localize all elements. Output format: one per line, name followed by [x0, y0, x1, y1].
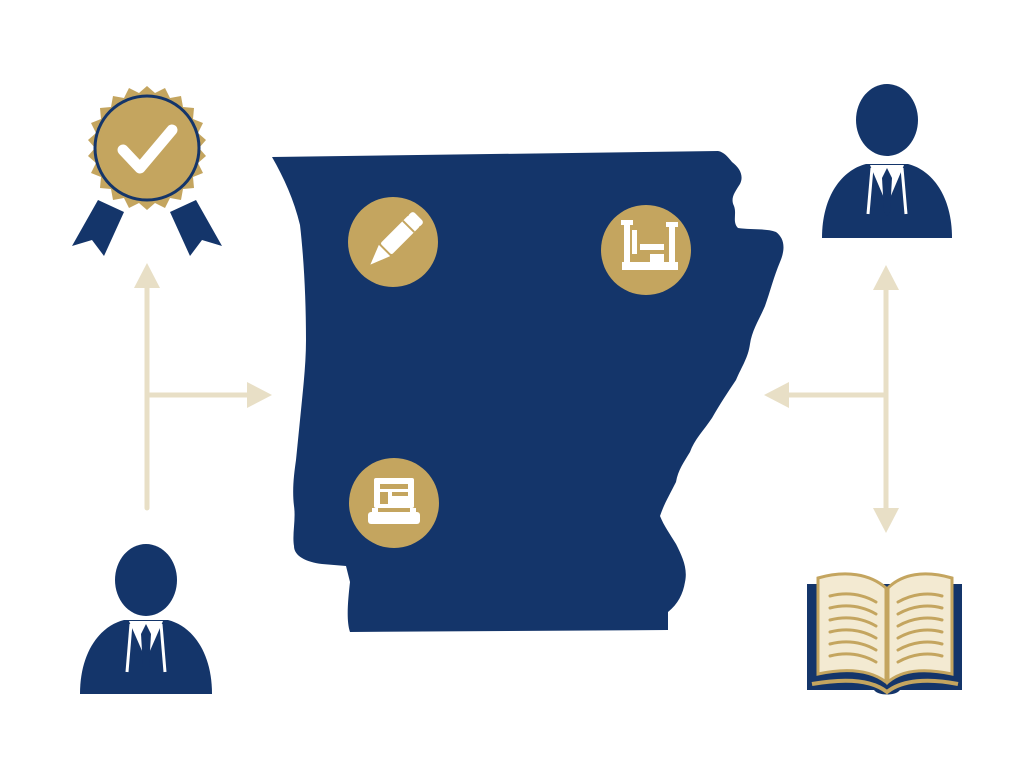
left-connector-arrows: [144, 282, 253, 511]
award-seal-checkmark-icon: [72, 86, 222, 256]
book-page-right: [886, 572, 954, 686]
businessman-icon-bottom-left: [80, 544, 212, 694]
tie-icon: [882, 168, 892, 216]
arrowhead-up-right: [873, 265, 899, 290]
tie-icon: [141, 624, 151, 672]
map-marker-building: [601, 205, 691, 295]
person-head: [856, 84, 918, 156]
arkansas-map-icon: [272, 151, 784, 632]
map-marker-pencil: [348, 197, 438, 287]
columns-building-icon: [621, 220, 678, 270]
left-arrowheads: [134, 263, 272, 408]
checkmark-icon: [117, 124, 178, 174]
arrowhead-up: [134, 263, 160, 288]
arrowhead-right: [247, 382, 272, 408]
businessman-icon-top-right: [822, 84, 952, 238]
arrowhead-down-right: [873, 508, 899, 533]
right-connector-arrows: [784, 285, 889, 513]
open-book-icon: [807, 572, 962, 695]
arrowhead-left: [764, 382, 789, 408]
map-marker-courthouse: [349, 458, 439, 548]
book-page-left: [816, 572, 888, 685]
pencil-icon: [370, 212, 423, 265]
right-arrowheads: [764, 265, 899, 533]
courthouse-podium-icon: [368, 478, 420, 524]
book-text-lines: [828, 592, 944, 664]
badge-ribbon-left: [72, 200, 124, 256]
book-base-edge: [811, 678, 959, 695]
badge-ribbon-right: [170, 200, 222, 256]
person-head: [115, 544, 177, 616]
